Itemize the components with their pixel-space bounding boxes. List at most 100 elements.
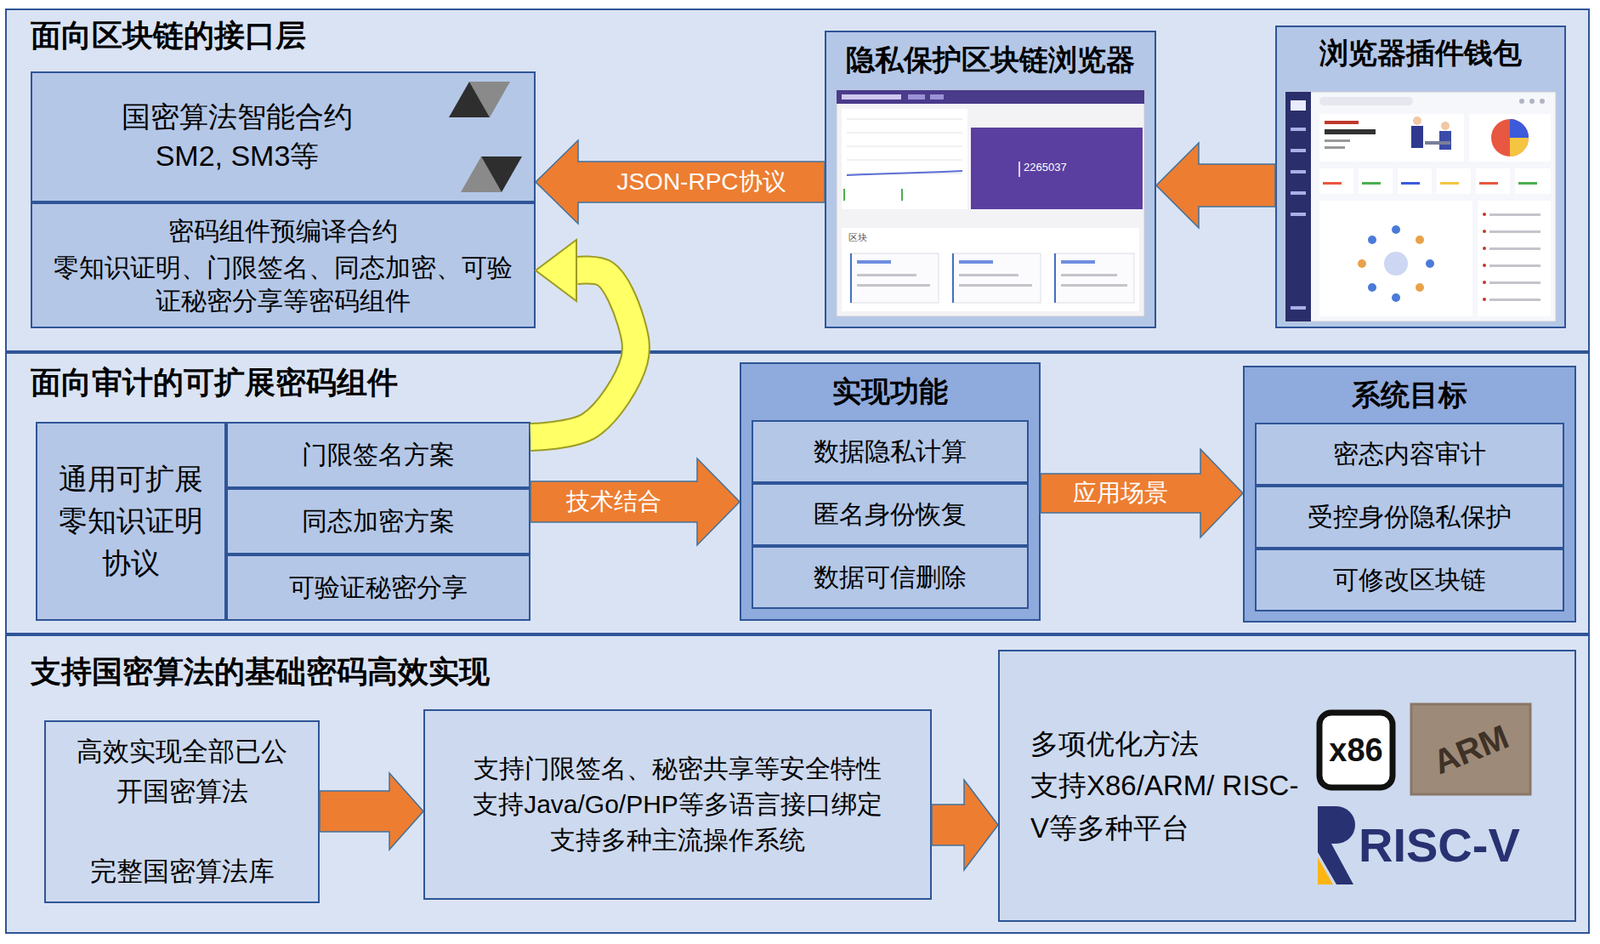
wallet-screenshot xyxy=(1514,168,1551,194)
null xyxy=(846,173,963,175)
arm-logo xyxy=(1411,703,1531,795)
box-text: 密态内容审计 xyxy=(1333,438,1487,470)
wallet-screenshot xyxy=(1482,229,1487,233)
wallet-screenshot xyxy=(1358,168,1393,194)
process-box: 多项优化方法支持X86/ARM/ RISC-V等多种平台 xyxy=(998,649,1577,922)
explorer-screenshot xyxy=(1054,253,1056,303)
wallet-screenshot xyxy=(1367,283,1377,292)
wallet-screenshot xyxy=(1509,119,1529,138)
process-box: 数据可信删除 xyxy=(751,545,1029,609)
explorer-screenshot xyxy=(930,94,944,100)
wallet-screenshot xyxy=(1482,297,1487,301)
wallet-screenshot xyxy=(1391,225,1401,234)
wallet-screenshot xyxy=(1324,139,1351,142)
wallet-screenshot xyxy=(1441,121,1450,131)
solidity-logo xyxy=(448,81,490,118)
wallet-screenshot xyxy=(1401,181,1420,185)
wallet-screenshot xyxy=(1415,283,1425,292)
explorer-screenshot xyxy=(841,108,968,210)
arrow-shape xyxy=(1156,142,1276,228)
null xyxy=(846,132,963,134)
arrow-body xyxy=(530,270,636,437)
explorer-screenshot xyxy=(958,283,1033,287)
solidity-logo xyxy=(469,81,511,118)
explorer-screenshot xyxy=(836,90,1145,317)
box-text: 数据可信删除 xyxy=(813,561,967,593)
solidity-logo xyxy=(460,156,502,193)
box-text: 支持多种主流操作系统 xyxy=(550,822,806,858)
band: 面向审计的可扩展密码组件通用可扩展 零知识证明 协议门限签名方案同态加密方案可验… xyxy=(5,351,1590,635)
explorer-screenshot xyxy=(1018,161,1021,177)
explorer-screenshot xyxy=(1060,283,1128,287)
band: 支持国密算法的基础密码高效实现高效实现全部已公 开国密算法完整国密算法库 支持门限… xyxy=(5,634,1590,934)
box-text: 支持Java/Go/PHP等多语言接口绑定 xyxy=(472,786,883,823)
arrow-outline xyxy=(530,270,636,437)
wallet-screenshot xyxy=(1285,91,1556,322)
box-text: 可修改区块链 xyxy=(1333,564,1487,596)
band-title: 支持国密算法的基础密码高效实现 xyxy=(30,652,490,690)
edge-label: 应用场景 xyxy=(1072,481,1169,505)
box-heading: 密码组件预编译合约 xyxy=(168,214,398,248)
wallet-screenshot xyxy=(1290,191,1306,195)
wallet-screenshot xyxy=(1475,168,1510,194)
wallet-screenshot xyxy=(1290,170,1306,174)
wallet-screenshot xyxy=(1411,125,1424,148)
box-text: 完整国密算法库 xyxy=(90,851,275,892)
arrow-shape xyxy=(931,779,999,870)
explorer-screenshot xyxy=(843,188,846,201)
wallet-screenshot xyxy=(1489,298,1541,301)
solidity-logo xyxy=(448,81,522,193)
wallet-screenshot xyxy=(1482,212,1487,216)
box-text: 数据隐私计算 xyxy=(813,436,967,467)
wallet-screenshot xyxy=(1529,98,1535,104)
explorer-screenshot xyxy=(958,260,993,264)
wallet-screenshot xyxy=(1357,259,1367,268)
arrow-shape xyxy=(535,140,825,224)
block-arrow xyxy=(530,458,740,545)
wallet-screenshot xyxy=(1425,259,1435,268)
wallet-screenshot xyxy=(1518,181,1538,185)
wallet-screenshot xyxy=(1319,200,1473,317)
riscv-logo xyxy=(1317,805,1356,885)
process-box: 受控身份隐私保护 xyxy=(1254,485,1565,549)
explorer-screenshot xyxy=(850,253,939,303)
wallet-screenshot xyxy=(1439,130,1452,150)
process-box: 同态加密方案 xyxy=(226,487,531,555)
box-text: 门限签名方案 xyxy=(301,439,455,471)
block-arrow xyxy=(1040,448,1243,538)
wallet-screenshot xyxy=(1424,141,1451,145)
edge-label: JSON-RPC协议 xyxy=(616,170,786,194)
wallet-screenshot xyxy=(1436,168,1471,194)
box-text: 高效实现全部已公 开国密算法 xyxy=(70,731,294,812)
wallet-screenshot xyxy=(1469,113,1551,162)
riscv-logo xyxy=(1317,856,1334,885)
process-box: 可验证秘密分享 xyxy=(226,554,531,621)
wallet-screenshot xyxy=(1290,100,1306,111)
band: 面向区块链的接口层国密算法智能合约 SM2, SM3等密码组件预编译合约零知识证… xyxy=(5,8,1590,352)
arrow-head xyxy=(535,239,577,301)
wallet-screenshot xyxy=(1290,212,1306,216)
wallet-screenshot xyxy=(1539,98,1545,104)
explorer-screenshot xyxy=(952,253,954,303)
wallet-screenshot xyxy=(1489,264,1541,267)
riscv-logo xyxy=(1317,805,1356,885)
arm-logo xyxy=(1411,703,1531,795)
group-box: 系统目标密态内容审计受控身份隐私保护可修改区块链 xyxy=(1242,365,1577,623)
process-box: 门限签名方案 xyxy=(226,421,531,488)
explorer-screenshot xyxy=(836,90,1145,317)
box-text: 零知识证明、门限签名、同态加密、可验 证秘密分享等密码组件 xyxy=(48,250,518,318)
wallet-screenshot xyxy=(1482,246,1487,250)
process-box: 支持门限签名、秘密共享等安全特性支持Java/Go/PHP等多语言接口绑定支持多… xyxy=(423,709,932,900)
null xyxy=(846,146,963,148)
wallet-screenshot xyxy=(1319,96,1413,106)
explorer-screenshot xyxy=(841,227,1140,312)
arrow-shape xyxy=(319,772,424,850)
explorer-screenshot xyxy=(856,273,917,277)
process-box: 密态内容审计 xyxy=(1254,422,1565,486)
arrow-shape xyxy=(1040,448,1243,538)
block-arrow xyxy=(931,779,999,870)
wallet-screenshot xyxy=(1479,181,1498,185)
curved-arrow xyxy=(530,239,636,437)
